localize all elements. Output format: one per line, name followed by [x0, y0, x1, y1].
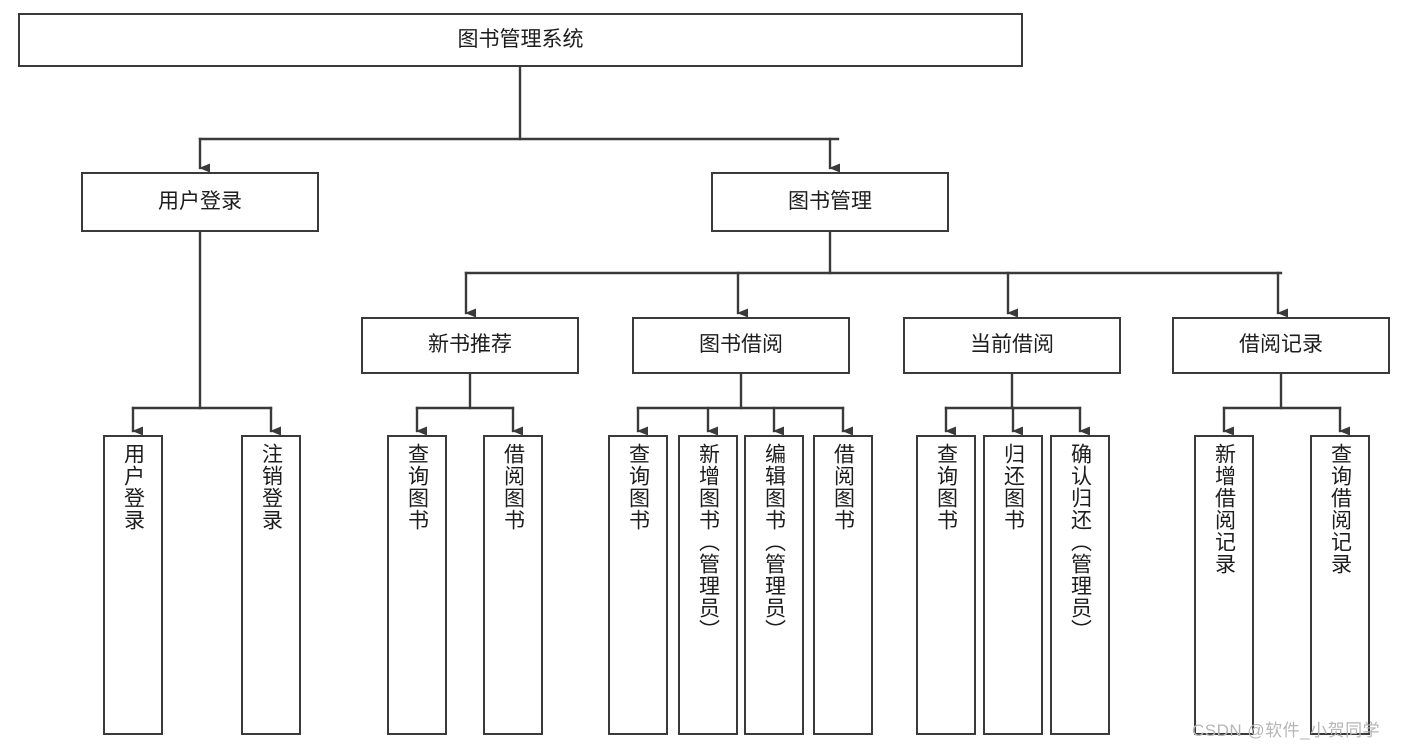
node-new-book-recommend[interactable]: 新书推荐 [361, 317, 579, 374]
node-leaf-borrow-book-1[interactable]: 借阅图书 [483, 435, 543, 735]
node-new-book-recommend-label: 新书推荐 [428, 333, 512, 357]
node-leaf-user-login[interactable]: 用户登录 [103, 435, 163, 735]
node-leaf-logout-label: 注销登录 [259, 443, 283, 531]
node-leaf-query-book-2-label: 查询图书 [626, 443, 650, 531]
node-book-borrow[interactable]: 图书借阅 [632, 317, 850, 374]
node-leaf-add-book-label: 新增图书（管理员） [696, 443, 720, 641]
node-book-management[interactable]: 图书管理 [711, 172, 949, 232]
node-leaf-query-record[interactable]: 查询借阅记录 [1310, 435, 1370, 735]
csdn-watermark: CSDN @软件_小贺同学 [1192, 721, 1381, 740]
node-leaf-confirm-return[interactable]: 确认归还（管理员） [1050, 435, 1110, 735]
node-leaf-query-record-label: 查询借阅记录 [1328, 443, 1352, 575]
node-leaf-borrow-book-2-label: 借阅图书 [831, 443, 855, 531]
node-leaf-user-login-label: 用户登录 [121, 443, 145, 531]
node-borrow-record[interactable]: 借阅记录 [1172, 317, 1390, 374]
node-leaf-query-book-1[interactable]: 查询图书 [387, 435, 447, 735]
node-book-borrow-label: 图书借阅 [699, 333, 783, 357]
node-leaf-return-book[interactable]: 归还图书 [983, 435, 1043, 735]
node-leaf-add-record[interactable]: 新增借阅记录 [1194, 435, 1254, 735]
node-book-management-label: 图书管理 [788, 189, 872, 213]
node-leaf-logout[interactable]: 注销登录 [241, 435, 301, 735]
node-user-login[interactable]: 用户登录 [81, 172, 319, 232]
node-leaf-confirm-return-label: 确认归还（管理员） [1068, 443, 1092, 641]
node-leaf-query-book-2[interactable]: 查询图书 [608, 435, 668, 735]
node-leaf-borrow-book-1-label: 借阅图书 [501, 443, 525, 531]
node-root-label: 图书管理系统 [457, 27, 584, 51]
node-leaf-edit-book-label: 编辑图书（管理员） [762, 443, 786, 641]
node-leaf-query-book-1-label: 查询图书 [405, 443, 429, 531]
node-root[interactable]: 图书管理系统 [18, 13, 1023, 67]
node-current-borrow[interactable]: 当前借阅 [903, 317, 1121, 374]
node-leaf-add-book[interactable]: 新增图书（管理员） [678, 435, 738, 735]
node-leaf-query-book-3-label: 查询图书 [934, 443, 958, 531]
node-leaf-query-book-3[interactable]: 查询图书 [916, 435, 976, 735]
node-leaf-borrow-book-2[interactable]: 借阅图书 [813, 435, 873, 735]
node-leaf-return-book-label: 归还图书 [1001, 443, 1025, 531]
node-leaf-add-record-label: 新增借阅记录 [1212, 443, 1236, 575]
node-user-login-label: 用户登录 [158, 189, 242, 213]
node-leaf-edit-book[interactable]: 编辑图书（管理员） [744, 435, 804, 735]
node-borrow-record-label: 借阅记录 [1239, 333, 1323, 357]
node-current-borrow-label: 当前借阅 [970, 333, 1054, 357]
